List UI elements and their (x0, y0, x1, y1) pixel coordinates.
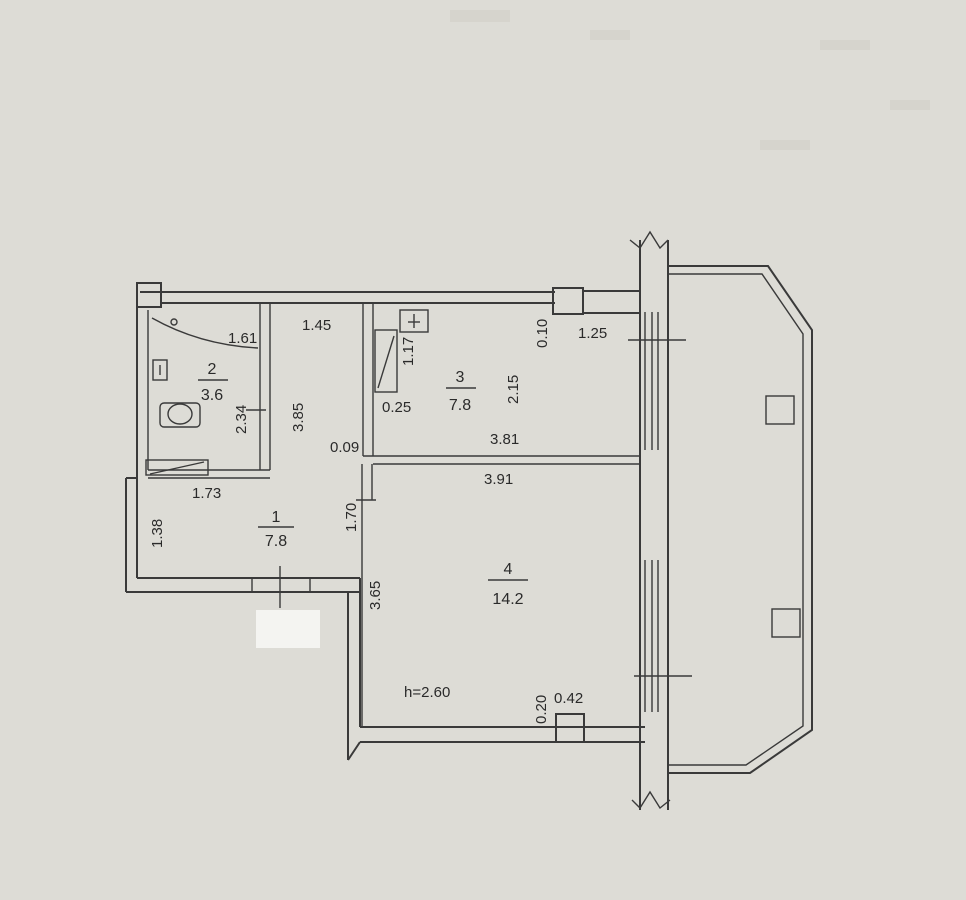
dim-1-61: 1.61 (228, 330, 257, 347)
room-4-number: 4 (504, 561, 513, 578)
redaction-patch (256, 610, 320, 648)
dim-0-10: 0.10 (534, 319, 551, 348)
room-2-area: 3.6 (201, 387, 223, 404)
dim-1-17: 1.17 (400, 337, 417, 366)
room-3-area: 7.8 (449, 397, 471, 414)
dim-1-70: 1.70 (343, 503, 360, 532)
balcony (668, 265, 813, 774)
dim-3-85: 3.85 (290, 403, 307, 432)
room-1-area: 7.8 (265, 533, 287, 550)
dim-1-38: 1.38 (149, 519, 166, 548)
room-labels: 1 7.8 2 3.6 3 7.8 4 14.2 (198, 361, 528, 608)
background-ghost-text (450, 10, 930, 150)
partitions (145, 304, 640, 727)
room-4-area: 14.2 (492, 591, 523, 608)
dim-2-15: 2.15 (505, 375, 522, 404)
walls (125, 230, 671, 810)
ceiling-height: h=2.60 (404, 684, 450, 701)
dim-3-65: 3.65 (367, 581, 384, 610)
dim-1-25: 1.25 (578, 325, 607, 342)
dim-1-45: 1.45 (302, 317, 331, 334)
dim-2-34: 2.34 (233, 405, 250, 434)
dim-3-91: 3.91 (484, 471, 513, 488)
dim-0-20: 0.20 (533, 695, 550, 724)
room-2-number: 2 (208, 361, 217, 378)
dim-0-25: 0.25 (382, 399, 411, 416)
bath-fixtures (151, 317, 259, 428)
room-3-number: 3 (456, 369, 465, 386)
room-1-number: 1 (272, 509, 281, 526)
windows (251, 312, 692, 712)
dim-0-42: 0.42 (554, 690, 583, 707)
dim-0-09: 0.09 (330, 439, 359, 456)
dim-3-81: 3.81 (490, 431, 519, 448)
dim-1-73: 1.73 (192, 485, 221, 502)
dimension-labels: 1.61 1.45 1.17 0.10 1.25 2.34 3.85 0.25 … (149, 317, 607, 724)
